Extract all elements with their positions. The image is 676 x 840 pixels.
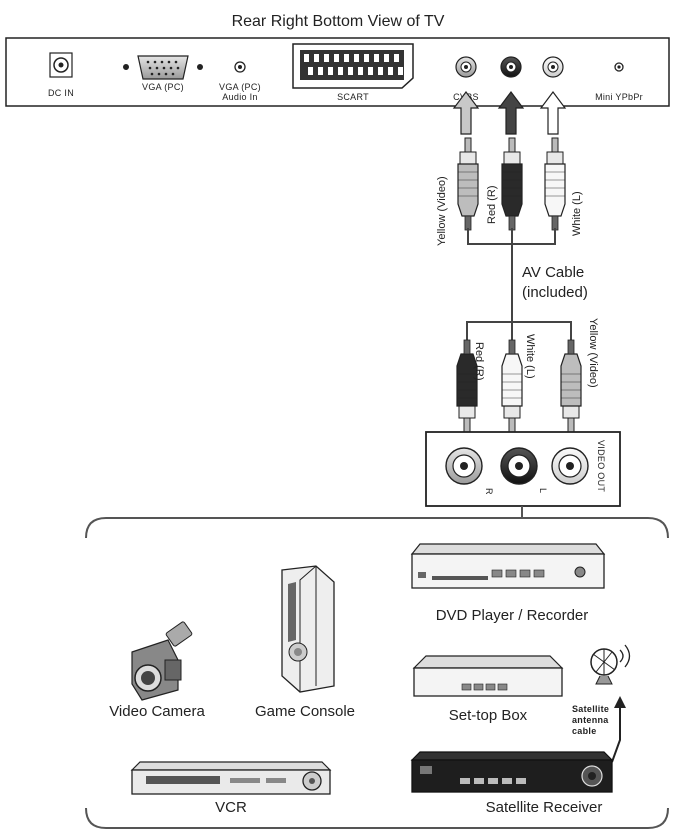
device-plug-white — [501, 339, 523, 433]
device-plug-label-red: Red (R) — [473, 342, 485, 381]
video-out-l-jack — [500, 447, 538, 485]
video-out-l-label: L — [538, 488, 548, 493]
insert-arrow-red — [497, 91, 525, 135]
satellite-receiver-device — [410, 751, 614, 793]
dvd-player-label: DVD Player / Recorder — [436, 607, 589, 624]
tv-plug-label-white: White (L) — [571, 191, 583, 236]
video-out-r-label: R — [484, 488, 494, 495]
vga-audio-label-1: VGA (PC) — [219, 82, 261, 92]
vga-port — [123, 55, 203, 80]
insert-arrow-yellow — [452, 91, 480, 135]
vga-label: VGA (PC) — [142, 82, 184, 92]
dc-in-label: DC IN — [48, 88, 74, 98]
device-plug-label-white: White (L) — [524, 334, 536, 379]
av-cable-label-1: AV Cable — [522, 264, 584, 281]
mini-ypbpr-port — [614, 62, 624, 72]
insert-arrow-white — [539, 91, 567, 135]
vcr-device — [130, 761, 332, 795]
scart-port — [292, 43, 414, 89]
video-out-r-jack — [445, 447, 483, 485]
vga-audio-port — [234, 61, 246, 73]
video-camera-label: Video Camera — [109, 703, 205, 720]
audio-r-port — [500, 56, 522, 78]
vcr-label: VCR — [215, 799, 247, 816]
video-out-label: VIDEO OUT — [596, 440, 606, 492]
av-cable-wires — [466, 228, 572, 342]
game-console-device — [281, 565, 335, 693]
video-out-video-jack — [551, 447, 589, 485]
tv-plug-white — [544, 137, 566, 231]
dvd-player-device — [410, 543, 606, 589]
antenna-label-1: Satellite — [572, 704, 609, 714]
satellite-receiver-label: Satellite Receiver — [486, 799, 603, 816]
mini-ypbpr-label: Mini YPbPr — [595, 92, 643, 102]
cvbs-port — [455, 56, 477, 78]
antenna-cable-arrow — [611, 696, 626, 763]
satellite-antenna-icon — [590, 644, 631, 685]
video-camera-device — [131, 621, 193, 701]
video-out-panel: R L VIDEO OUT — [425, 431, 621, 507]
av-cable-label-2: (included) — [522, 284, 588, 301]
device-plug-yellow — [560, 339, 582, 433]
scart-label: SCART — [337, 92, 369, 102]
tv-plug-label-yellow: Yellow (Video) — [436, 176, 448, 246]
antenna-label-2: antenna — [572, 715, 609, 725]
tv-plug-label-red: Red (R) — [486, 185, 498, 224]
tv-plug-yellow — [457, 137, 479, 231]
tv-rear-panel: DC IN VGA (PC) VGA (PC) Audio In SCART — [5, 37, 670, 107]
device-bracket — [85, 506, 669, 829]
tv-plug-red — [501, 137, 523, 231]
audio-l-port — [542, 56, 564, 78]
game-console-label: Game Console — [255, 703, 355, 720]
vga-audio-label-2: Audio In — [222, 92, 257, 102]
device-plug-label-yellow: Yellow (Video) — [587, 318, 599, 388]
diagram-title: Rear Right Bottom View of TV — [232, 13, 445, 30]
set-top-box-label: Set-top Box — [449, 707, 528, 724]
dc-in-port — [49, 52, 73, 78]
antenna-label-3: cable — [572, 726, 597, 736]
device-plug-red — [456, 339, 478, 433]
set-top-box-device — [412, 655, 564, 697]
